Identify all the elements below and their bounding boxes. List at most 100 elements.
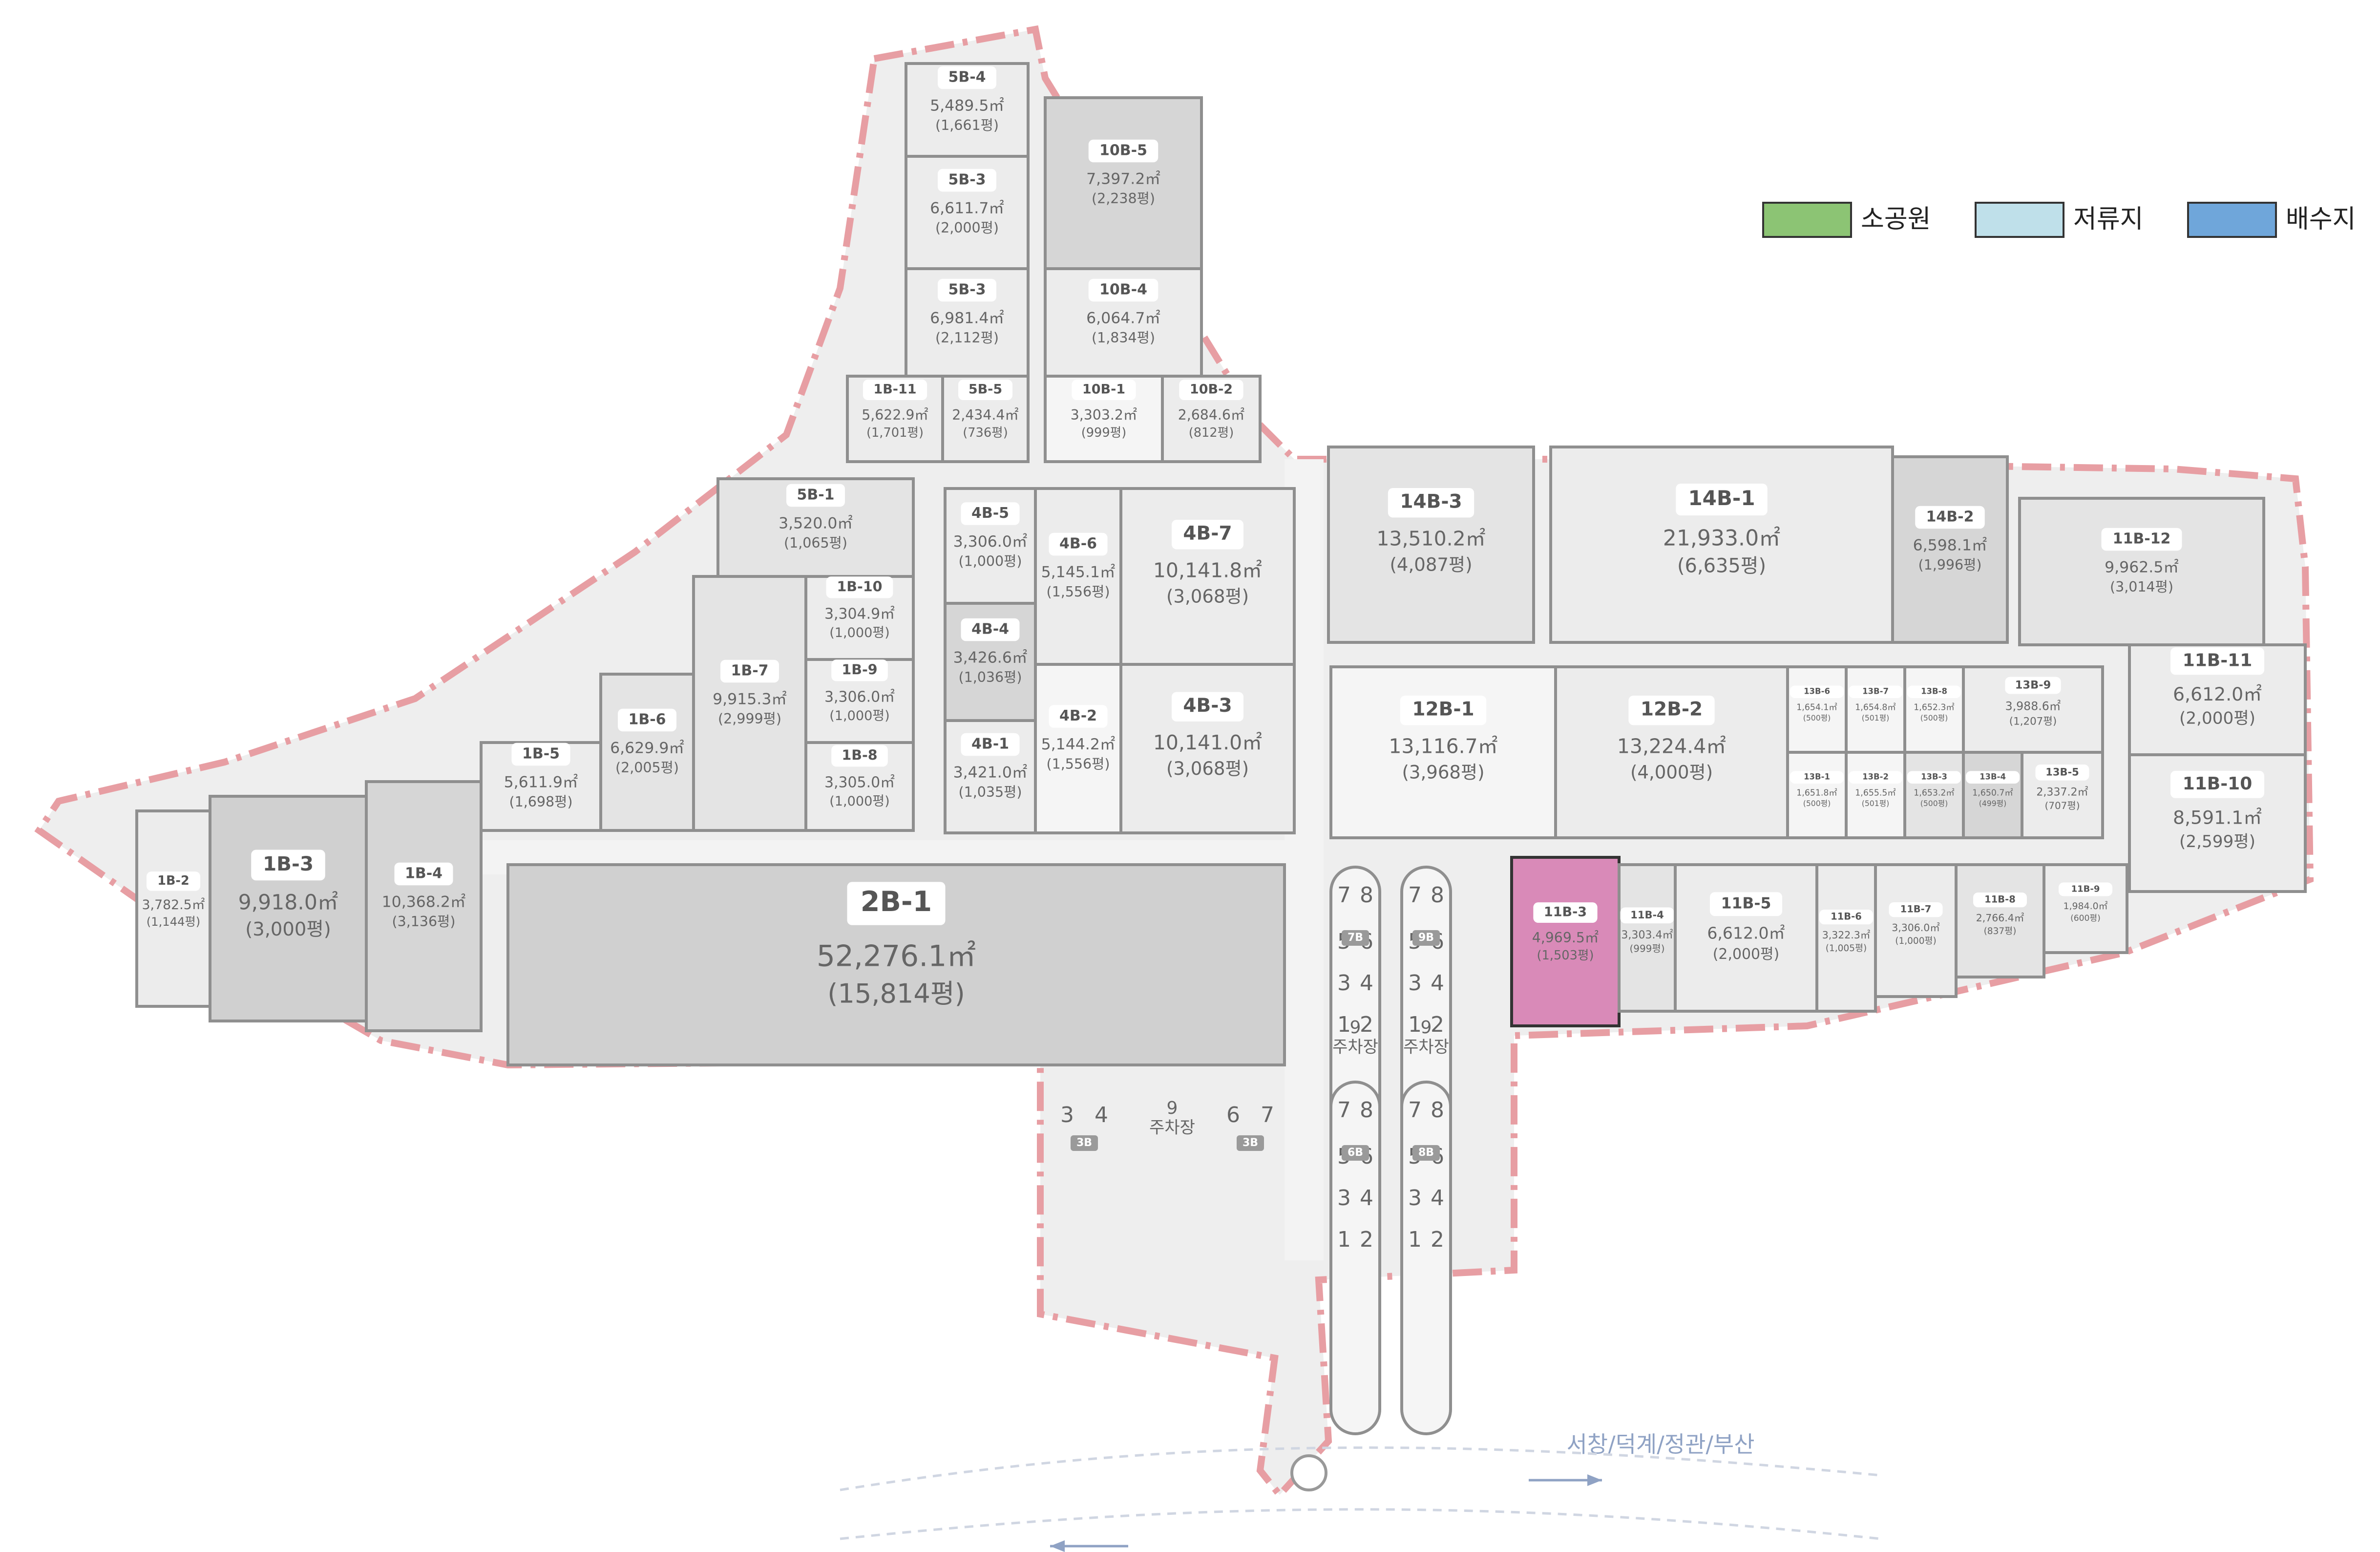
lot-14b-1[interactable]: 14B-121,933.0㎡(6,635평) — [1549, 446, 1894, 644]
lot-4b-5[interactable]: 4B-53,306.0㎡(1,000평) — [944, 487, 1037, 605]
lot-area: 3,303.2㎡ — [1071, 407, 1137, 423]
lot-label: 10B-2 — [1190, 382, 1233, 397]
lot-1b-3[interactable]: 1B-39,918.0㎡(3,000평) — [209, 795, 368, 1022]
lot-12b-1[interactable]: 12B-113,116.7㎡(3,968평) — [1329, 665, 1557, 839]
lot-area: 1,651.8㎡ — [1796, 788, 1837, 798]
lot-area: 3,306.0㎡ — [824, 688, 895, 705]
lot-area: 21,933.0㎡ — [1663, 526, 1780, 551]
lot-13b-5[interactable]: 13B-52,337.2㎡(707평) — [2021, 751, 2104, 839]
lot-10b-5[interactable]: 10B-57,397.2㎡(2,238평) — [1044, 96, 1203, 270]
lot-13b-1[interactable]: 13B-11,651.8㎡(500평) — [1786, 751, 1848, 839]
lot-11b-10[interactable]: 11B-108,591.1㎡(2,599평) — [2128, 753, 2307, 893]
lot-11b-4[interactable]: 11B-43,303.4㎡(999평) — [1618, 863, 1677, 1013]
lot-pyeong: (2,000평) — [1713, 946, 1779, 963]
lot-1b-7[interactable]: 1B-79,915.3㎡(2,999평) — [692, 575, 807, 832]
legend-label-small-park: 소공원 — [1861, 205, 1931, 234]
lot-5b-3a[interactable]: 5B-36,611.7㎡(2,000평) — [905, 155, 1030, 270]
parking-space-number: 7 — [1337, 1098, 1351, 1123]
lot-1b-4[interactable]: 1B-410,368.2㎡(3,136평) — [365, 780, 483, 1032]
lot-1b-11[interactable]: 1B-115,622.9㎡(1,701평) — [846, 375, 944, 463]
lot-13b-4[interactable]: 13B-41,650.7㎡(499평) — [1962, 751, 2023, 839]
lot-11b-8[interactable]: 11B-82,766.4㎡(837평) — [1955, 863, 2045, 978]
lot-2b-1[interactable]: 2B-152,276.1㎡(15,814평) — [506, 863, 1286, 1066]
lot-11b-3[interactable]: 11B-34,969.5㎡(1,503평) — [1510, 856, 1621, 1027]
parking-space-number: 3 — [1337, 971, 1351, 996]
lot-5b-5[interactable]: 5B-52,434.4㎡(736평) — [941, 375, 1030, 463]
lot-pyeong: (1,005평) — [1826, 943, 1867, 954]
lot-13b-6[interactable]: 13B-61,654.1㎡(500평) — [1786, 665, 1848, 754]
lot-1b-8[interactable]: 1B-83,305.0㎡(1,000평) — [804, 741, 915, 832]
lot-1b-5[interactable]: 1B-55,611.9㎡(1,698평) — [480, 741, 602, 832]
lot-1b-2[interactable]: 1B-23,782.5㎡(1,144평) — [135, 809, 211, 1008]
lot-4b-6[interactable]: 4B-65,145.1㎡(1,556평) — [1034, 487, 1122, 666]
lot-11b-6[interactable]: 11B-63,322.3㎡(1,005평) — [1815, 863, 1877, 1013]
direction-indicator: 서창/덕계/정관/부산 — [840, 1431, 1881, 1552]
lot-pyeong: (501평) — [1862, 799, 1890, 808]
parking-space-number: 4 — [1360, 971, 1373, 996]
parking-lot-number: 9 — [1421, 1018, 1432, 1038]
lot-1b-6[interactable]: 1B-66,629.9㎡(2,005평) — [599, 673, 695, 832]
lot-label: 13B-5 — [2045, 766, 2079, 778]
parking-space-number: 7 — [1261, 1103, 1274, 1127]
lot-11b-5[interactable]: 11B-56,612.0㎡(2,000평) — [1674, 863, 1818, 1013]
lot-pyeong: (2,999평) — [718, 711, 781, 727]
lot-label: 14B-3 — [1400, 491, 1462, 513]
lot-area: 3,988.6㎡ — [2005, 699, 2061, 713]
lot-pyeong: (1,661평) — [935, 117, 999, 133]
lot-label: 1B-10 — [837, 578, 882, 595]
lot-label-box — [826, 576, 893, 598]
lot-label: 4B-6 — [1059, 535, 1097, 553]
lot-1b-10[interactable]: 1B-103,304.9㎡(1,000평) — [804, 575, 915, 661]
lot-10b-4[interactable]: 10B-46,064.7㎡(1,834평) — [1044, 267, 1203, 378]
lot-10b-1[interactable]: 10B-13,303.2㎡(999평) — [1044, 375, 1164, 463]
lot-label: 4B-5 — [971, 505, 1009, 522]
lot-4b-7[interactable]: 4B-710,141.8㎡(3,068평) — [1119, 487, 1296, 666]
lot-pyeong: (1,144평) — [147, 915, 201, 929]
lot-shape — [1903, 665, 1965, 754]
lot-pyeong: (1,207평) — [2009, 715, 2057, 727]
lot-label: 10B-4 — [1099, 281, 1147, 298]
lot-4b-4[interactable]: 4B-43,426.6㎡(1,036평) — [944, 602, 1037, 722]
lot-13b-8[interactable]: 13B-81,652.3㎡(500평) — [1903, 665, 1965, 754]
lot-area: 10,141.8㎡ — [1153, 558, 1262, 582]
lot-area: 8,591.1㎡ — [2173, 807, 2262, 829]
lot-4b-2[interactable]: 4B-25,144.2㎡(1,556평) — [1034, 663, 1122, 834]
lot-13b-7[interactable]: 13B-71,654.8㎡(501평) — [1845, 665, 1906, 754]
lot-5b-3b[interactable]: 5B-36,981.4㎡(2,112평) — [905, 267, 1030, 378]
parking-space-number: 1 — [1408, 1012, 1422, 1037]
lot-pyeong: (1,065평) — [784, 535, 847, 551]
parking-space-number: 8 — [1360, 883, 1373, 908]
lot-label: 5B-3 — [948, 171, 986, 189]
lot-5b-4[interactable]: 5B-45,489.5㎡(1,661평) — [905, 62, 1030, 158]
lot-1b-9[interactable]: 1B-93,306.0㎡(1,000평) — [804, 658, 915, 744]
lot-14b-2[interactable]: 14B-26,598.1㎡(1,996평) — [1891, 455, 2009, 644]
lot-14b-3[interactable]: 14B-313,510.2㎡(4,087평) — [1327, 446, 1535, 644]
lot-11b-12[interactable]: 11B-129,962.5㎡(3,014평) — [2018, 497, 2265, 646]
lot-13b-9[interactable]: 13B-93,988.6㎡(1,207평) — [1962, 665, 2104, 754]
parking-space-number: 7 — [1337, 883, 1351, 908]
lot-11b-11[interactable]: 11B-116,612.0㎡(2,000평) — [2128, 643, 2307, 756]
lot-13b-3[interactable]: 13B-31,653.2㎡(500평) — [1903, 751, 1965, 839]
lot-label: 13B-1 — [1804, 772, 1830, 782]
lot-11b-9[interactable]: 11B-91,984.0㎡(600평) — [2043, 863, 2128, 954]
lot-4b-3[interactable]: 4B-310,141.0㎡(3,068평) — [1119, 663, 1296, 834]
lots-layer: 5B-45,489.5㎡(1,661평)5B-36,611.7㎡(2,000평)… — [135, 62, 2307, 1066]
lot-area: 3,305.0㎡ — [824, 774, 895, 791]
lot-pyeong: (3,136평) — [392, 914, 455, 930]
parking-space-number: 2 — [1431, 1227, 1444, 1252]
lot-pyeong: (1,000평) — [829, 708, 890, 723]
parking-space-number: 8 — [1360, 1098, 1373, 1123]
lot-13b-2[interactable]: 13B-21,655.5㎡(501평) — [1845, 751, 1906, 839]
lot-11b-7[interactable]: 11B-73,306.0㎡(1,000평) — [1874, 863, 1958, 998]
lot-10b-2[interactable]: 10B-22,684.6㎡(812평) — [1161, 375, 1262, 463]
lot-5b-1[interactable]: 5B-13,520.0㎡(1,065평) — [716, 477, 915, 578]
parking-badge — [1342, 930, 1369, 946]
parking-space-number: 7 — [1408, 883, 1422, 908]
legend-swatch-small-park — [1762, 202, 1852, 238]
lot-4b-1[interactable]: 4B-13,421.0㎡(1,035평) — [944, 719, 1037, 834]
lot-label: 10B-1 — [1082, 382, 1125, 397]
lot-area: 1,653.2㎡ — [1914, 788, 1954, 798]
lot-12b-2[interactable]: 12B-213,224.4㎡(4,000평) — [1554, 665, 1789, 839]
parking-badge-label: 9B — [1418, 932, 1434, 944]
parking-badge — [1071, 1135, 1098, 1151]
